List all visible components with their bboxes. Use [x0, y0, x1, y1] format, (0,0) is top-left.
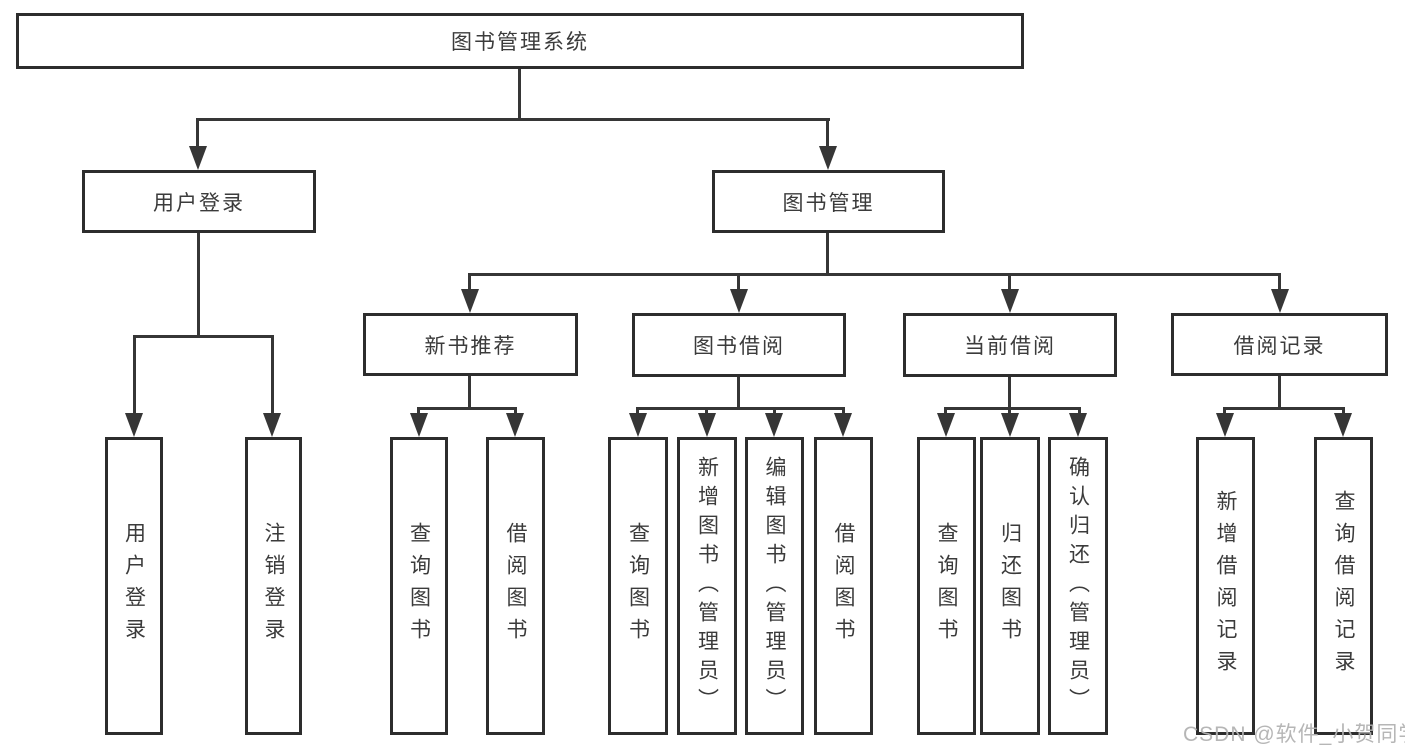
leaf-borrow-books: 借阅图书	[814, 437, 873, 735]
leaf-add-books-admin-label: 新增图书（管理员）	[695, 455, 719, 717]
connector-g4-drop-1	[944, 407, 947, 417]
connector-g4-drop-2	[1008, 407, 1011, 417]
connector-l3-drop-2	[737, 273, 740, 293]
leaf-logout-label: 注销登录	[262, 522, 285, 650]
leaf-edit-books-admin-label: 编辑图书（管理员）	[763, 455, 786, 717]
connector-g5-rail	[1223, 407, 1345, 410]
connector-root-stem	[518, 69, 521, 118]
node-user-login: 用户登录	[82, 170, 316, 233]
connector-g4-stem	[1008, 377, 1011, 407]
arrow-g3-query	[629, 413, 647, 437]
node-book-management: 图书管理	[712, 170, 945, 233]
connector-g2-stem	[468, 376, 471, 407]
arrow-g2-query	[410, 413, 428, 437]
leaf-query-books-current-label: 查询图书	[935, 522, 958, 650]
arrow-g3-add	[698, 413, 716, 437]
connector-g3-drop-2	[705, 407, 708, 417]
connector-g5-stem	[1278, 376, 1281, 407]
connector-g5-drop-2	[1342, 407, 1345, 417]
arrow-g4-query	[937, 413, 955, 437]
connector-book-mgmt-drop	[826, 118, 829, 150]
leaf-query-books-current: 查询图书	[917, 437, 976, 735]
leaf-query-books-borrowing: 查询图书	[608, 437, 668, 735]
connector-g3-drop-1	[636, 407, 639, 417]
connector-leaf-logout-drop	[271, 335, 274, 417]
node-book-borrowing-label: 图书借阅	[693, 335, 785, 358]
connector-g3-drop-4	[842, 407, 845, 417]
connector-level2-rail	[196, 118, 830, 121]
arrow-g5-add	[1216, 413, 1234, 437]
arrow-g3-borrow	[834, 413, 852, 437]
leaf-user-login-label: 用户登录	[122, 522, 146, 650]
connector-g2-drop-1	[417, 407, 420, 417]
connector-l3-drop-4	[1278, 273, 1281, 293]
leaf-query-borrow-record: 查询借阅记录	[1314, 437, 1373, 735]
leaf-add-books-admin: 新增图书（管理员）	[677, 437, 737, 735]
leaf-confirm-return-admin-label: 确认归还（管理员）	[1066, 455, 1090, 717]
arrow-g3-edit	[765, 413, 783, 437]
csdn-watermark: CSDN @软件_小贺同学	[1183, 723, 1405, 746]
node-user-login-label: 用户登录	[153, 191, 245, 215]
connector-g3-rail	[636, 407, 845, 410]
connector-g5-drop-1	[1223, 407, 1226, 417]
arrow-book-mgmt	[819, 146, 837, 170]
node-root: 图书管理系统	[16, 13, 1024, 69]
leaf-query-books-recommend-label: 查询图书	[407, 522, 431, 650]
connector-user-login-drop	[196, 118, 199, 150]
leaf-borrow-books-label: 借阅图书	[832, 522, 855, 650]
arrow-borrowing-records	[1271, 289, 1289, 313]
node-root-label: 图书管理系统	[451, 31, 589, 54]
leaf-confirm-return-admin: 确认归还（管理员）	[1048, 437, 1108, 735]
arrow-user-login	[189, 146, 207, 170]
arrow-new-book-recommend	[461, 289, 479, 313]
connector-l3-drop-3	[1008, 273, 1011, 293]
leaf-add-borrow-record: 新增借阅记录	[1196, 437, 1255, 735]
node-new-book-recommend-label: 新书推荐	[424, 334, 517, 358]
node-book-borrowing: 图书借阅	[632, 313, 846, 377]
connector-g2-rail	[417, 407, 517, 410]
arrow-current-borrowing	[1001, 289, 1019, 313]
leaf-user-login: 用户登录	[105, 437, 163, 735]
connector-book-mgmt-stem	[826, 233, 829, 273]
arrow-g2-borrow	[506, 413, 524, 437]
connector-leaf-login-drop	[133, 335, 136, 417]
node-borrowing-records: 借阅记录	[1171, 313, 1388, 376]
node-book-management-label: 图书管理	[782, 191, 875, 215]
leaf-add-borrow-record-label: 新增借阅记录	[1214, 490, 1237, 682]
leaf-query-books-recommend: 查询图书	[390, 437, 448, 735]
connector-g4-rail	[944, 407, 1081, 410]
node-borrowing-records-label: 借阅记录	[1233, 334, 1326, 358]
connector-level3-rail	[468, 273, 1281, 276]
leaf-query-books-borrowing-label: 查询图书	[626, 522, 650, 650]
node-current-borrowing: 当前借阅	[903, 313, 1117, 377]
arrow-leaf-logout	[263, 413, 281, 437]
arrow-g4-confirm	[1069, 413, 1087, 437]
leaf-query-borrow-record-label: 查询借阅记录	[1332, 490, 1355, 682]
node-new-book-recommend: 新书推荐	[363, 313, 578, 376]
connector-l3-drop-1	[468, 273, 471, 293]
arrow-leaf-login	[125, 413, 143, 437]
arrow-book-borrowing	[730, 289, 748, 313]
connector-g3-stem	[737, 377, 740, 407]
leaf-return-books-label: 归还图书	[998, 522, 1022, 650]
leaf-borrow-books-recommend: 借阅图书	[486, 437, 545, 735]
connector-g2-drop-2	[514, 407, 517, 417]
connector-user-login-rail	[133, 335, 274, 338]
leaf-return-books: 归还图书	[980, 437, 1040, 735]
connector-g4-drop-3	[1078, 407, 1081, 417]
connector-user-login-stem	[197, 233, 200, 335]
arrow-g4-return	[1001, 413, 1019, 437]
leaf-borrow-books-recommend-label: 借阅图书	[504, 522, 527, 650]
leaf-logout: 注销登录	[245, 437, 302, 735]
node-current-borrowing-label: 当前借阅	[964, 335, 1056, 358]
leaf-edit-books-admin: 编辑图书（管理员）	[745, 437, 804, 735]
arrow-g5-query	[1334, 413, 1352, 437]
connector-g3-drop-3	[773, 407, 776, 417]
